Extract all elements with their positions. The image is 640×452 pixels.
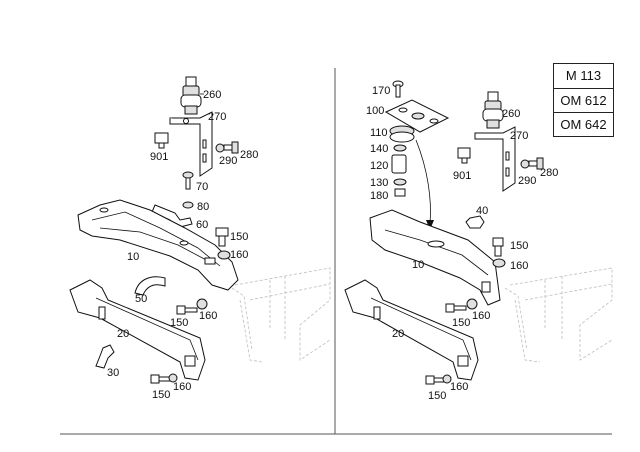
- callout-label: 130: [370, 177, 388, 189]
- mounting-plate-100: [384, 99, 450, 133]
- callout-label: 160: [230, 249, 248, 261]
- callout-label: 170: [372, 85, 390, 97]
- callout-label: 280: [540, 167, 558, 179]
- bolt-150-lower-left: [150, 373, 178, 384]
- callout-labels-right: 170 100 110 140 120 130 180 260 270 901 …: [366, 85, 558, 402]
- rubber-110: [389, 125, 415, 143]
- callout-label: 50: [135, 293, 147, 305]
- callout-label: 160: [173, 381, 191, 393]
- callout-label: 160: [450, 381, 468, 393]
- cross-member-left: [77, 199, 239, 291]
- callout-label: 60: [196, 219, 208, 231]
- engine-outline-right: [504, 267, 613, 363]
- callout-label: 260: [502, 108, 520, 120]
- bolt-150-upper-left: [215, 227, 229, 247]
- callout-label: 270: [208, 111, 226, 123]
- callout-label: 10: [127, 251, 139, 263]
- callout-label: 110: [370, 127, 388, 139]
- callout-label: 180: [370, 190, 388, 202]
- right-exploded-view: 170 100 110 140 120 130 180 260 270 901 …: [344, 80, 613, 402]
- washer-140: [393, 144, 407, 152]
- engine-mount-rubber: [180, 76, 204, 115]
- callout-label: 160: [472, 310, 490, 322]
- nut-901-right: [457, 147, 471, 164]
- callout-label: 20: [117, 328, 129, 340]
- callout-label: 140: [370, 143, 388, 155]
- callout-label: 290: [518, 175, 536, 187]
- bolt-150-middle-right: [445, 298, 478, 313]
- model-m113: M 113: [554, 64, 613, 89]
- washer-130: [393, 178, 407, 186]
- hose-50: [134, 276, 166, 296]
- bolt-170: [392, 80, 404, 98]
- callout-label: 20: [392, 328, 404, 340]
- callout-label: 30: [107, 367, 119, 379]
- callout-label: 150: [510, 240, 528, 252]
- mount-bracket-right: [474, 126, 516, 192]
- assembly-arrowhead: [426, 220, 434, 230]
- bolt-150-middle-left: [176, 298, 208, 315]
- callout-label: 80: [197, 201, 209, 213]
- callout-label: 290: [219, 155, 237, 167]
- callout-label: 150: [152, 389, 170, 401]
- callout-label: 270: [510, 130, 528, 142]
- callout-label: 120: [370, 160, 388, 172]
- callout-label: 150: [428, 390, 446, 402]
- callout-label: 160: [510, 260, 528, 272]
- lower-support-frame-right: [344, 279, 479, 381]
- callout-label: 160: [199, 310, 217, 322]
- engine-mount-rubber-right: [482, 91, 504, 129]
- bolt-150-lower-right: [425, 374, 452, 385]
- model-om612: OM 612: [554, 89, 613, 113]
- callout-label: 10: [412, 259, 424, 271]
- assembly-arrow: [415, 139, 431, 225]
- nut-901: [154, 132, 169, 149]
- callout-labels-left: 260 270 901 290 280 70 80 60 150 160 10 …: [107, 89, 258, 401]
- engine-outline-left: [231, 267, 331, 363]
- callout-label: 260: [203, 89, 221, 101]
- washer-160-upper-left: [217, 250, 231, 260]
- bolt-280-right: [520, 157, 544, 170]
- bolt-150-upper-right: [492, 237, 504, 257]
- bracket-30: [95, 344, 115, 369]
- left-exploded-view: 260 270 901 290 280 70 80 60 150 160 10 …: [69, 76, 331, 401]
- callout-label: 901: [453, 170, 471, 182]
- model-designation-box: M 113 OM 612 OM 642: [553, 63, 614, 137]
- callout-label: 901: [150, 151, 168, 163]
- callout-label: 150: [452, 317, 470, 329]
- lower-support-frame-left: [69, 279, 206, 381]
- callout-label: 150: [170, 317, 188, 329]
- callout-label: 280: [240, 149, 258, 161]
- model-om642: OM 642: [560, 117, 607, 132]
- callout-label: 70: [196, 181, 208, 193]
- nut-180: [394, 188, 406, 197]
- callout-label: 100: [366, 105, 384, 117]
- bolt-280: [215, 141, 239, 154]
- callout-label: 150: [230, 231, 248, 243]
- washer-80: [182, 201, 194, 209]
- nut-40: [465, 215, 485, 229]
- sleeve-120: [391, 154, 407, 174]
- mount-bracket: [169, 111, 213, 177]
- cross-member-right: [369, 209, 501, 306]
- washer-160-upper-right: [492, 258, 506, 268]
- callout-label: 40: [476, 205, 488, 217]
- screw-70: [182, 171, 194, 190]
